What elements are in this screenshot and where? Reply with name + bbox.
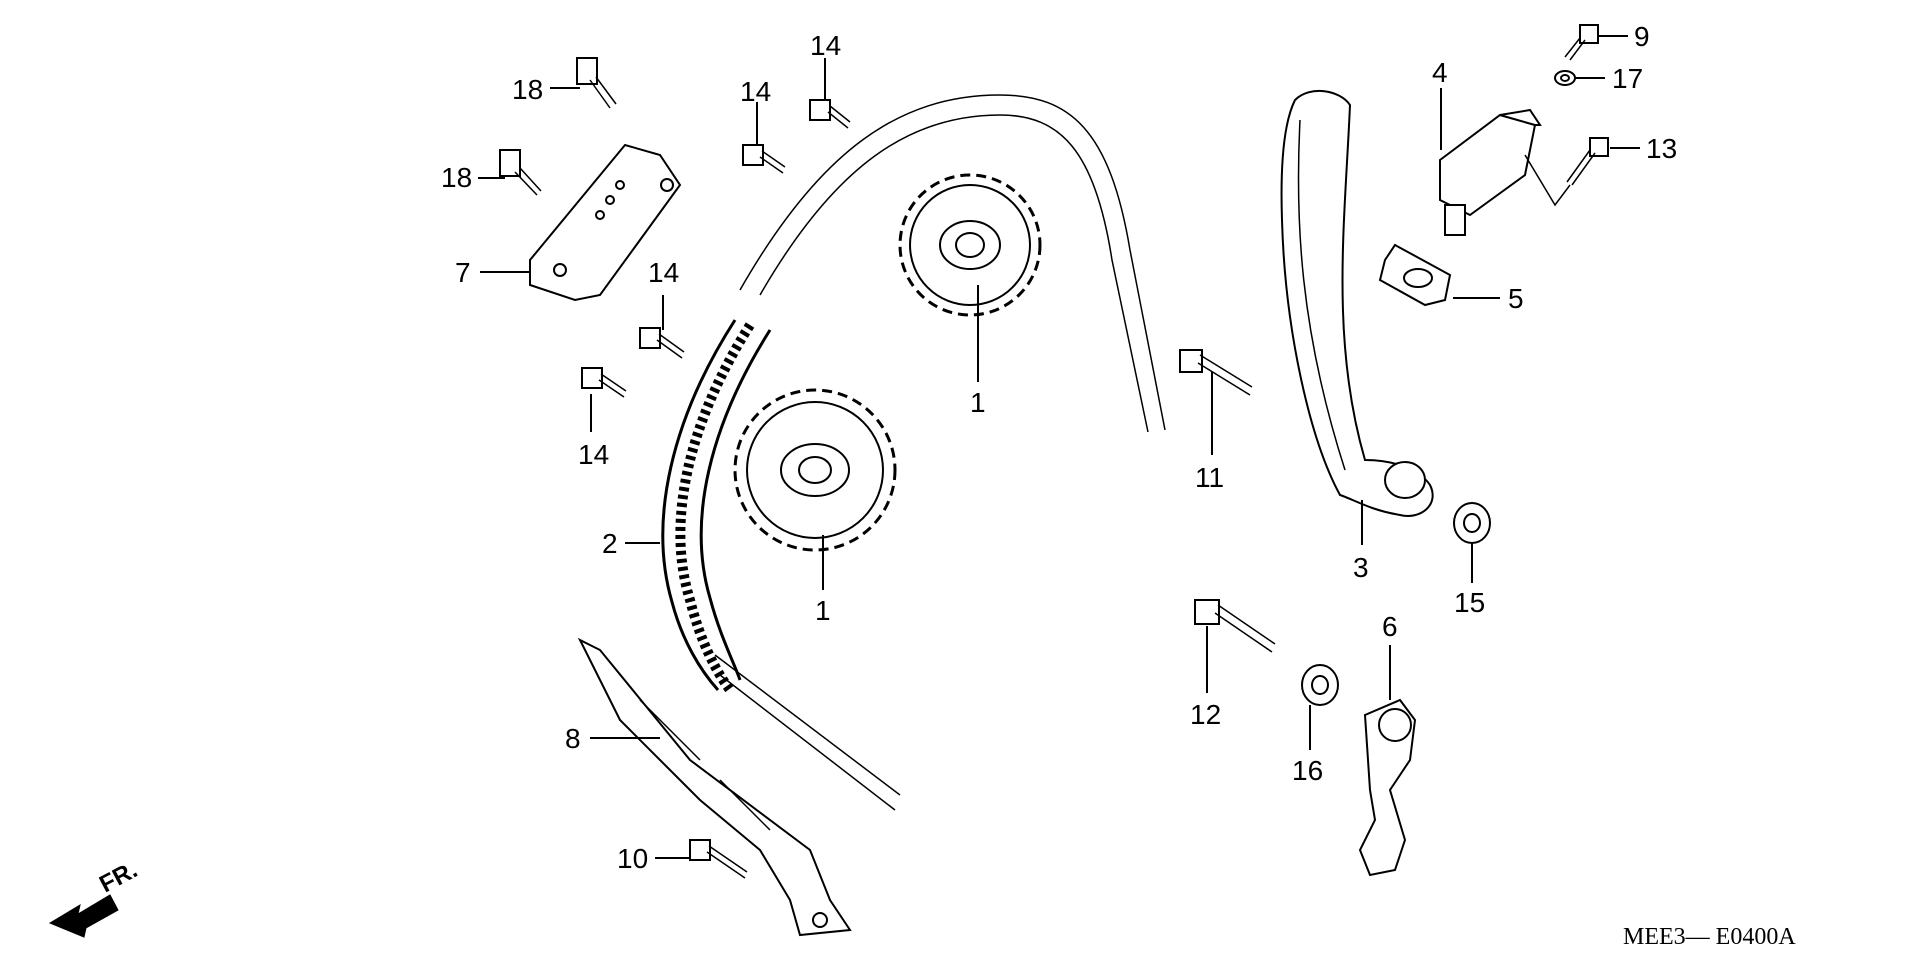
stopper-bracket xyxy=(1358,698,1417,877)
callout-15: 15 xyxy=(1454,587,1485,618)
callout-3: 3 xyxy=(1353,552,1369,583)
callout-14-lower: 14 xyxy=(578,439,609,470)
upper-cam-sprocket xyxy=(898,173,1042,317)
bolt-14b xyxy=(742,144,786,174)
bolt-14a xyxy=(809,99,851,129)
diagram-code: MEE3— E0400A xyxy=(1623,924,1796,950)
front-indicator: FR. xyxy=(48,856,142,938)
callout-2: 2 xyxy=(602,528,618,559)
bolt-9 xyxy=(1564,24,1599,61)
bolt-18a xyxy=(576,57,617,109)
washer-15 xyxy=(1453,502,1491,544)
callout-18-lower: 18 xyxy=(441,162,472,193)
guide-plate xyxy=(529,143,682,302)
lower-cam-sprocket xyxy=(733,388,897,552)
arrow-left-down-icon xyxy=(48,894,119,938)
callout-14-middle: 14 xyxy=(648,257,679,288)
callout-5: 5 xyxy=(1508,283,1524,314)
callout-16: 16 xyxy=(1292,755,1323,786)
callout-17: 17 xyxy=(1612,63,1643,94)
bolt-18b xyxy=(499,149,542,196)
callout-7: 7 xyxy=(455,257,471,288)
callout-12: 12 xyxy=(1190,699,1221,730)
bolt-12 xyxy=(1194,599,1276,653)
callout-9: 9 xyxy=(1634,21,1650,52)
callout-14-upper-left: 14 xyxy=(740,76,771,107)
callout-6: 6 xyxy=(1382,611,1398,642)
cam-chain xyxy=(661,94,1166,811)
callout-1-upper-sprocket: 1 xyxy=(970,387,986,418)
washer-17 xyxy=(1554,70,1576,86)
cam-chain-tensioner xyxy=(1439,108,1571,236)
chain-guide xyxy=(577,637,852,937)
callout-1-lower-sprocket: 1 xyxy=(815,595,831,626)
callout-13: 13 xyxy=(1646,133,1677,164)
callout-10: 10 xyxy=(617,843,648,874)
bolt-10 xyxy=(689,839,748,879)
bolt-14c xyxy=(639,327,685,359)
bolt-11 xyxy=(1179,349,1253,396)
callout-18-upper: 18 xyxy=(512,74,543,105)
washer-16 xyxy=(1301,664,1339,706)
leader-lines xyxy=(478,35,1640,859)
callout-4: 4 xyxy=(1432,57,1448,88)
front-label: FR. xyxy=(95,856,142,898)
tensioner-arm xyxy=(1280,89,1434,517)
bolt-13 xyxy=(1566,137,1609,186)
callout-8: 8 xyxy=(565,723,581,754)
callout-14-top: 14 xyxy=(810,30,841,61)
callout-11: 11 xyxy=(1195,462,1224,493)
bolt-14d xyxy=(581,367,627,398)
tensioner-gasket xyxy=(1378,243,1452,307)
